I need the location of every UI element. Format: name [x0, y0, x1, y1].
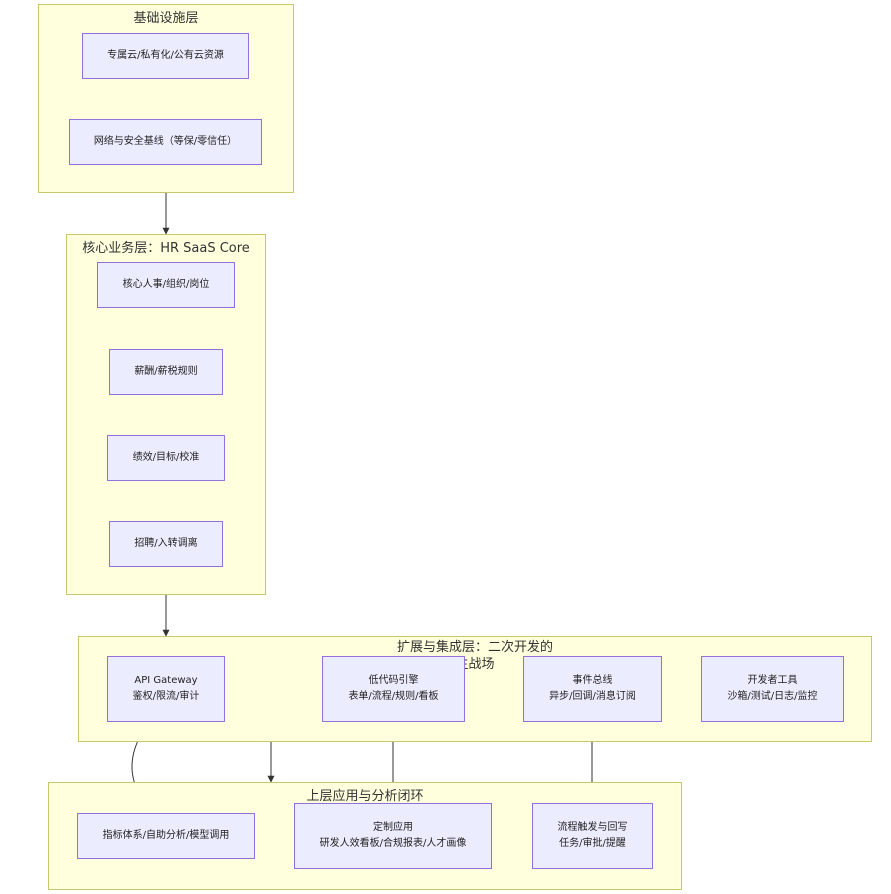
node-label-line2: 异步/回调/消息订阅	[549, 691, 636, 702]
node-cloud-resources[interactable]: 专属云/私有化/公有云资源	[82, 33, 249, 79]
node-performance[interactable]: 绩效/目标/校准	[107, 435, 225, 481]
node-metrics-analytics[interactable]: 指标体系/自助分析/模型调用	[77, 813, 255, 859]
node-label: 核心人事/组织/岗位	[122, 279, 210, 290]
node-lowcode-engine[interactable]: 低代码引擎 表单/流程/规则/看板	[322, 656, 465, 722]
cluster-title-line2: 主战场	[455, 657, 495, 672]
node-label: 指标体系/自助分析/模型调用	[102, 830, 230, 841]
node-payroll[interactable]: 薪酬/薪税规则	[109, 349, 223, 395]
cluster-title: 上层应用与分析闭环	[306, 789, 424, 804]
node-event-bus[interactable]: 事件总线 异步/回调/消息订阅	[523, 656, 662, 722]
node-developer-tools[interactable]: 开发者工具 沙箱/测试/日志/监控	[701, 656, 844, 722]
node-label-line1: 事件总线	[572, 675, 613, 686]
node-label: 绩效/目标/校准	[132, 452, 200, 463]
node-label-line2: 研发人效看板/合规报表/人才画像	[319, 838, 467, 849]
node-core-hr[interactable]: 核心人事/组织/岗位	[97, 262, 235, 308]
node-label-line1: API Gateway	[134, 675, 198, 686]
node-label-line2: 表单/流程/规则/看板	[348, 691, 439, 702]
cluster-title: 扩展与集成层：二次开发的 主战场	[79, 639, 871, 673]
node-label: 专属云/私有化/公有云资源	[107, 50, 224, 61]
cluster-title: 核心业务层：HR SaaS Core	[82, 241, 250, 256]
cluster-title: 基础设施层	[133, 11, 199, 26]
node-label: 网络与安全基线（等保/零信任）	[93, 136, 238, 147]
cluster-title-line1: 扩展与集成层：二次开发的	[396, 640, 553, 655]
node-label: 薪酬/薪税规则	[134, 366, 198, 377]
node-label: 招聘/入转调离	[134, 538, 198, 549]
node-label-line1: 流程触发与回写	[557, 822, 628, 833]
node-label-line1: 低代码引擎	[368, 675, 419, 686]
node-label-line2: 鉴权/限流/审计	[132, 691, 200, 702]
node-label-line2: 任务/审批/提醒	[559, 838, 626, 849]
node-recruiting[interactable]: 招聘/入转调离	[109, 521, 223, 567]
node-label-line2: 沙箱/测试/日志/监控	[727, 691, 818, 702]
node-api-gateway[interactable]: API Gateway 鉴权/限流/审计	[107, 656, 225, 722]
node-label-line1: 开发者工具	[747, 675, 798, 686]
node-label-line1: 定制应用	[373, 822, 413, 833]
node-network-security[interactable]: 网络与安全基线（等保/零信任）	[69, 119, 262, 165]
node-custom-apps[interactable]: 定制应用 研发人效看板/合规报表/人才画像	[294, 803, 492, 869]
node-flow-trigger[interactable]: 流程触发与回写 任务/审批/提醒	[532, 803, 653, 869]
